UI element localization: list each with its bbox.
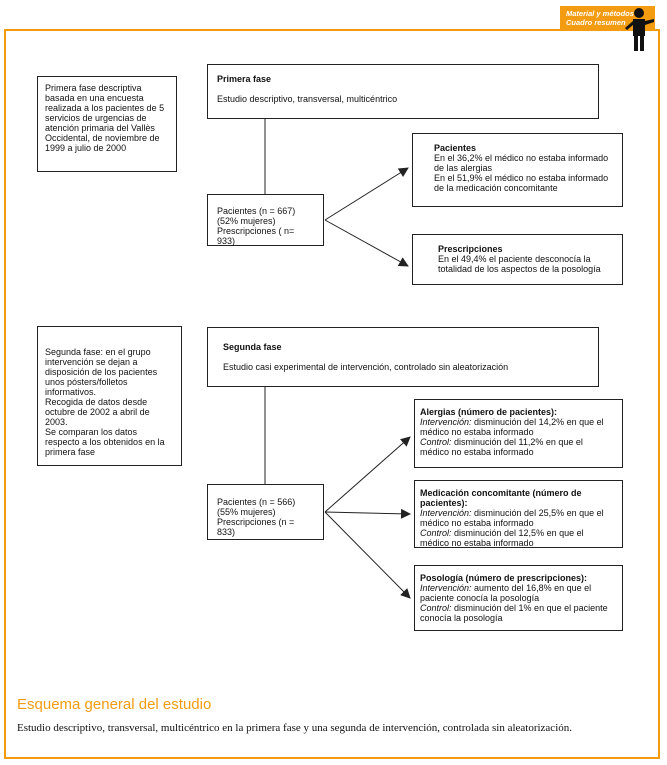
medicacion-control: Control: disminución del 12,5% en que el… [420, 528, 614, 548]
phase2-context-text1: Segunda fase: en el grupo intervención s… [45, 347, 158, 397]
alergias-int-text: disminución del 14,2% en que el médico n… [420, 417, 604, 437]
alergias-int-label: Intervención: [420, 417, 472, 427]
alergias-control: Control: disminución del 11,2% en que el… [420, 437, 614, 457]
summary-frame [4, 29, 660, 759]
phase2-context-text3: Se comparan los datos respecto a los obt… [45, 427, 165, 457]
posologia-intervention: Intervención: aumento del 16,8% en que e… [420, 583, 614, 603]
alergias-ctl-label: Control: [420, 437, 452, 447]
phase1-title-box: Primera fase Estudio descriptivo, transv… [207, 64, 599, 119]
phase1-title: Primera fase [217, 74, 272, 84]
phase2-sample-patients: Pacientes (n = 566) [217, 497, 296, 507]
medicacion-ctl-text: disminución del 12,5% en que el médico n… [420, 528, 584, 548]
phase2-title: Segunda fase [223, 342, 282, 352]
posologia-control: Control: disminución del 1% en que el pa… [420, 603, 614, 623]
phase2-sample-box: Pacientes (n = 566) (55% mujeres) Prescr… [207, 484, 324, 540]
section-tag-line2: Cuadro resumen [566, 18, 626, 27]
pacientes-medication: En el 51,9% el médico no estaba informad… [434, 173, 609, 193]
posologia-title: Posología (número de prescripciones): [420, 573, 588, 583]
medicacion-title: Medicación concomitante (número de pacie… [420, 488, 582, 508]
arrow-to-posologia [324, 511, 411, 599]
phase2-context-text2: Recogida de datos desde octubre de 2002 … [45, 397, 150, 427]
arrow-to-prescripciones [324, 219, 409, 267]
arrow-to-medicacion [324, 508, 411, 519]
phase1-sample-patients: Pacientes (n = 667) [217, 206, 296, 216]
phase2-title-box: Segunda fase Estudio casi experimental d… [207, 327, 599, 387]
caption-text: Estudio descriptivo, transversal, multic… [17, 722, 572, 734]
phase1-pacientes-box: Pacientes En el 36,2% el médico no estab… [412, 133, 623, 207]
medicacion-intervention: Intervención: disminución del 25,5% en q… [420, 508, 614, 528]
phase2-sample-women: (55% mujeres) [217, 507, 276, 517]
phase1-sample-women: (52% mujeres) [217, 216, 276, 226]
phase2-context-box: Segunda fase: en el grupo intervención s… [37, 326, 182, 466]
prescripciones-title: Prescripciones [438, 244, 503, 254]
posologia-ctl-label: Control: [420, 603, 452, 613]
pacientes-allergies: En el 36,2% el médico no estaba informad… [434, 153, 609, 173]
arrow-to-alergias [324, 436, 411, 513]
phase2-posologia-box: Posología (número de prescripciones): In… [414, 565, 623, 631]
caption-title: Esquema general del estudio [17, 696, 212, 713]
posologia-ctl-text: disminución del 1% en que el paciente co… [420, 603, 608, 623]
phase1-context-box: Primera fase descriptiva basada en una e… [37, 76, 177, 172]
phase1-prescripciones-box: Prescripciones En el 49,4% el paciente d… [412, 234, 623, 285]
arrow-to-pacientes [324, 167, 409, 221]
phase2-sample-prescriptions: Prescripciones (n = 833) [217, 517, 295, 537]
medicacion-int-text: disminución del 25,5% en que el médico n… [420, 508, 604, 528]
phase1-sample-prescriptions: Prescripciones ( n= 933) [217, 226, 295, 246]
phase1-sample-box: Pacientes (n = 667) (52% mujeres) Prescr… [207, 194, 324, 246]
alergias-ctl-text: disminución del 11,2% en que el médico n… [420, 437, 583, 457]
phase2-medicacion-box: Medicación concomitante (número de pacie… [414, 480, 623, 548]
pacientes-title: Pacientes [434, 143, 477, 153]
prescripciones-text: En el 49,4% el paciente desconocía la to… [438, 254, 601, 274]
phase2-alergias-box: Alergias (número de pacientes): Interven… [414, 399, 623, 468]
medicacion-int-label: Intervención: [420, 508, 472, 518]
medicacion-ctl-label: Control: [420, 528, 452, 538]
section-tag-line1: Material y métodos [566, 9, 634, 18]
posologia-int-label: Intervención: [420, 583, 472, 593]
posologia-int-text: aumento del 16,8% en que el paciente con… [420, 583, 592, 603]
phase1-subtitle: Estudio descriptivo, transversal, multic… [217, 94, 398, 104]
alergias-title: Alergias (número de pacientes): [420, 407, 558, 417]
phase1-context-text: Primera fase descriptiva basada en una e… [45, 83, 165, 153]
standing-man-icon [625, 8, 654, 51]
alergias-intervention: Intervención: disminución del 14,2% en q… [420, 417, 614, 437]
phase2-subtitle: Estudio casi experimental de intervenció… [223, 362, 509, 372]
